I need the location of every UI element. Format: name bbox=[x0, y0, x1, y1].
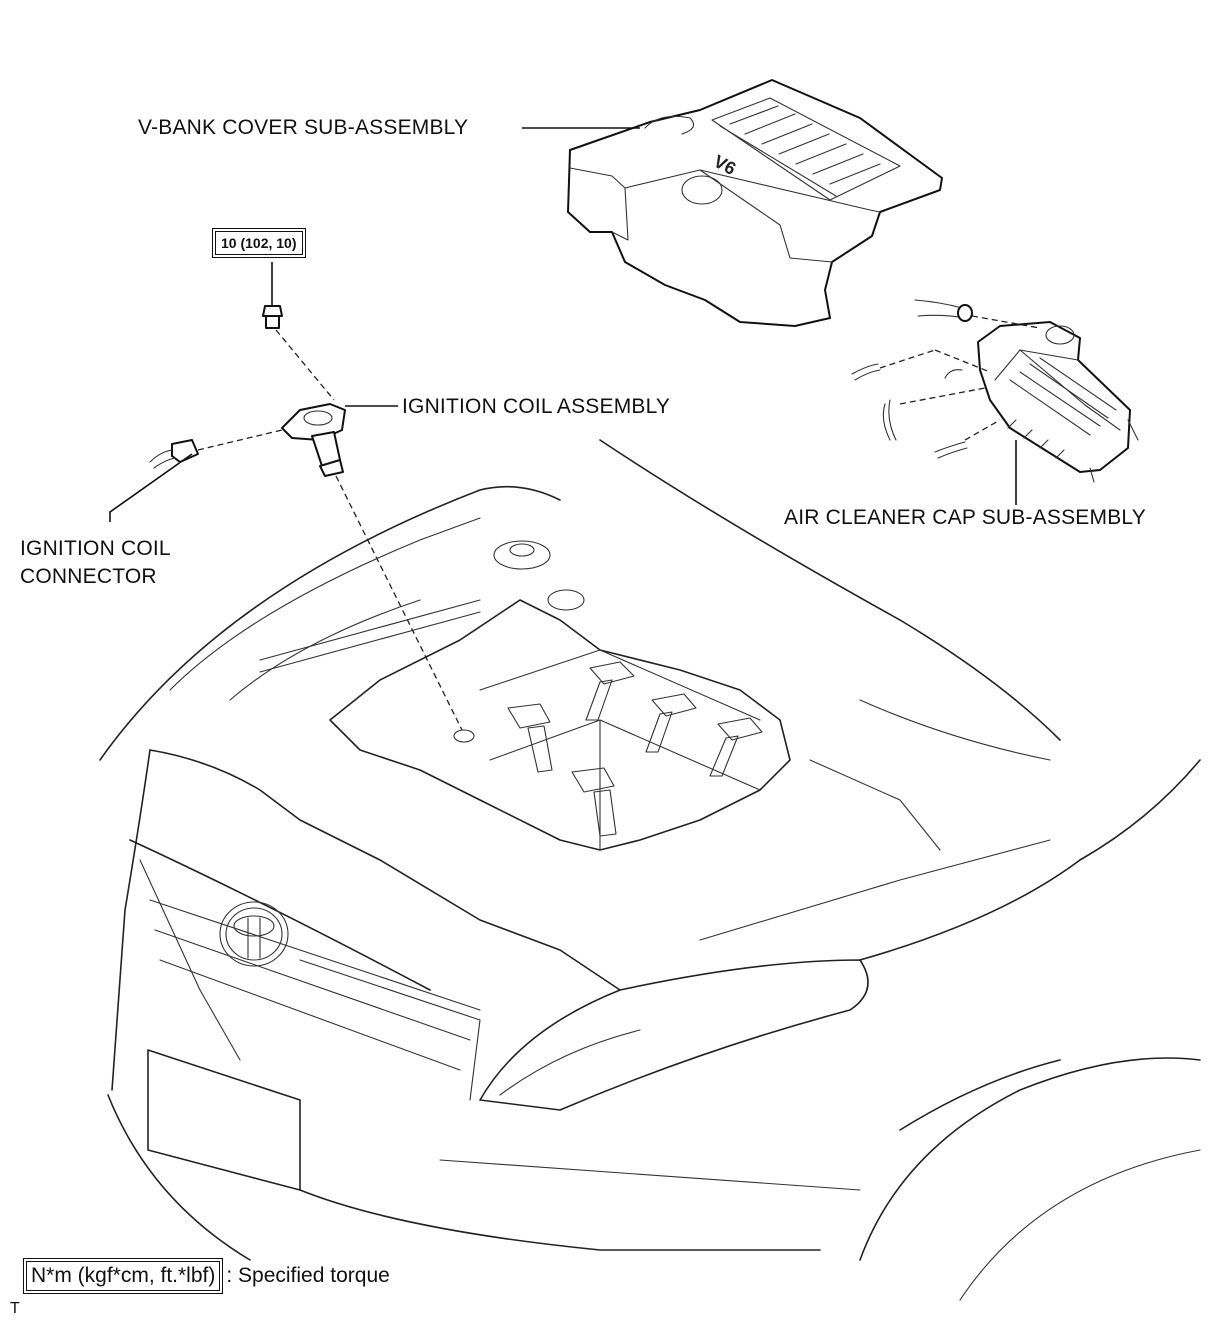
air-cleaner-cap-label: AIR CLEANER CAP SUB-ASSEMBLY bbox=[784, 506, 1146, 529]
legend-symbol: N*m (kgf*cm, ft.*lbf) bbox=[22, 1258, 224, 1294]
connector-drawing bbox=[149, 439, 199, 469]
vehicle-body-drawing bbox=[99, 439, 1201, 1301]
corner-mark: T bbox=[10, 1300, 20, 1317]
ignition-coil-connector-label-line1: IGNITION COIL bbox=[20, 537, 171, 560]
torque-legend: N*m (kgf*cm, ft.*lbf): Specified torque bbox=[22, 1258, 390, 1294]
ignition-coil-assembly-label: IGNITION COIL ASSEMBLY bbox=[402, 395, 671, 418]
air-cleaner-drawing bbox=[851, 299, 1139, 483]
ignition-coil-drawing bbox=[281, 403, 346, 477]
bolt-drawing bbox=[262, 262, 283, 329]
legend-text: : Specified torque bbox=[226, 1264, 390, 1287]
v-bank-cover-drawing: V6 bbox=[567, 79, 943, 327]
v-bank-cover-label: V-BANK COVER SUB-ASSEMBLY bbox=[138, 116, 469, 139]
ignition-coil-connector-label-line2: CONNECTOR bbox=[20, 565, 157, 588]
torque-spec-box: 10 (102, 10) bbox=[212, 228, 306, 258]
